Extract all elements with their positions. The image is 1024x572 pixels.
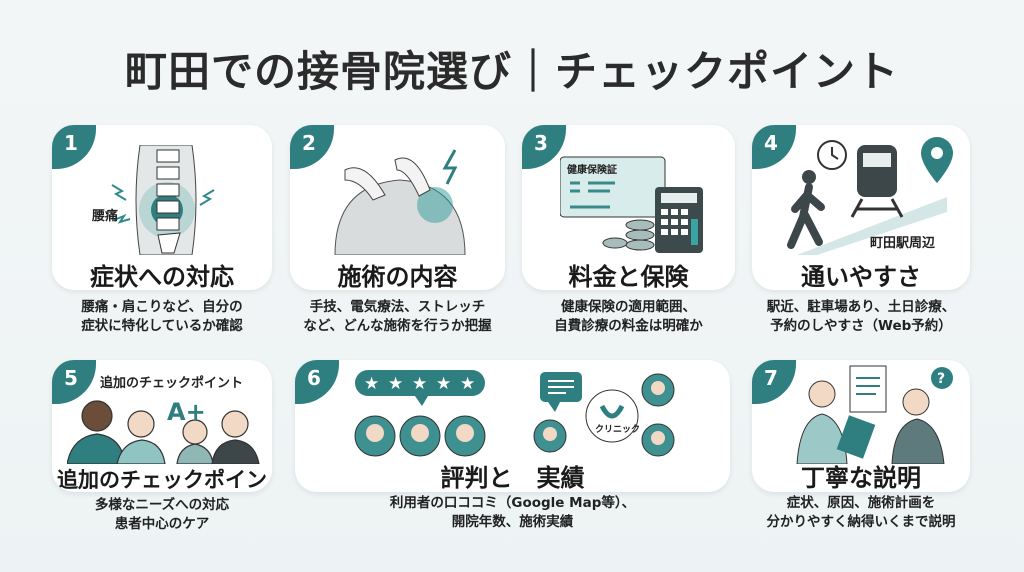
card-number: 1 bbox=[52, 125, 96, 169]
card-heading: 評判と 実績 bbox=[440, 464, 585, 492]
consultation-icon: ? bbox=[796, 365, 953, 464]
card-description: 健康保険の適用範囲、自費診療の料金は明確か bbox=[554, 299, 703, 334]
card-accessibility: 4 町田駅周辺 通いやすさ bbox=[752, 125, 970, 290]
star-rating: ★ ★ ★ ★ ★ bbox=[364, 374, 475, 394]
card-reputation: 6 ★ ★ ★ ★ ★ クリニック 評判と 実績 bbox=[295, 360, 730, 492]
svg-text:?: ? bbox=[937, 371, 945, 387]
reviews-icon: ★ ★ ★ ★ ★ bbox=[354, 370, 675, 457]
card-heading: 追加のチェックポイント bbox=[57, 468, 267, 492]
card-fees-insurance: 3 健康保険証 料金と保険 bbox=[522, 125, 735, 290]
svg-text:★: ★ bbox=[388, 374, 403, 394]
diverse-people-icon: A+ bbox=[67, 398, 260, 464]
card-treatment: 2 施術の内容 bbox=[290, 125, 505, 290]
card-description: 利用者の口ココミ（Google Map等）、開院年数、施術実績 bbox=[389, 495, 636, 530]
illustration-label: 腰痛 bbox=[92, 209, 119, 224]
clinic-label: クリニック bbox=[595, 425, 641, 435]
card-description: 多様なニーズへの対応患者中心のケア bbox=[94, 497, 230, 532]
card-description: 腰痛・肩こりなど、自分の症状に特化しているか確認 bbox=[81, 299, 243, 334]
card-description: 駅近、駐車場あり、土日診療、予約のしやすさ（Web予約） bbox=[766, 299, 956, 334]
card-description: 手技、電気療法、ストレッチなど、どんな施術を行うか把握 bbox=[303, 299, 492, 334]
svg-text:★: ★ bbox=[412, 374, 427, 394]
insurance-card-calculator-icon bbox=[560, 156, 703, 253]
card-additional: 5 追加のチェックポイント A+ 追加のチェックポイント bbox=[52, 360, 272, 492]
svg-text:★: ★ bbox=[364, 374, 379, 394]
card-symptoms: 1 腰痛 症状への対応 bbox=[52, 125, 272, 290]
illustration-label: 追加のチェックポイント bbox=[100, 376, 244, 391]
walk-train-location-icon bbox=[787, 137, 953, 255]
card-heading: 施術の内容 bbox=[337, 263, 458, 290]
page-title: 町田での接骨院選び｜チェックポイント bbox=[124, 47, 899, 96]
card-number: 6 bbox=[295, 360, 339, 404]
card-heading: 症状への対応 bbox=[90, 263, 234, 290]
card-heading: 通いやすさ bbox=[801, 263, 921, 290]
card-heading: 丁寧な説明 bbox=[801, 464, 921, 492]
card-number: 7 bbox=[752, 360, 796, 404]
card-heading: 料金と保険 bbox=[568, 263, 689, 290]
a-plus-badge: A+ bbox=[167, 398, 206, 426]
svg-text:★: ★ bbox=[460, 374, 475, 394]
svg-text:★: ★ bbox=[436, 374, 451, 394]
insurance-card-label: 健康保険証 bbox=[567, 165, 617, 176]
spine-pain-icon bbox=[111, 145, 215, 255]
card-explanation: 7 ? 丁寧な説明 bbox=[752, 360, 970, 492]
massage-electric-icon bbox=[334, 149, 466, 255]
illustration-label: 町田駅周辺 bbox=[870, 236, 936, 251]
card-description: 症状、原因、施術計画を分かりやすく納得いくまで説明 bbox=[766, 495, 956, 530]
